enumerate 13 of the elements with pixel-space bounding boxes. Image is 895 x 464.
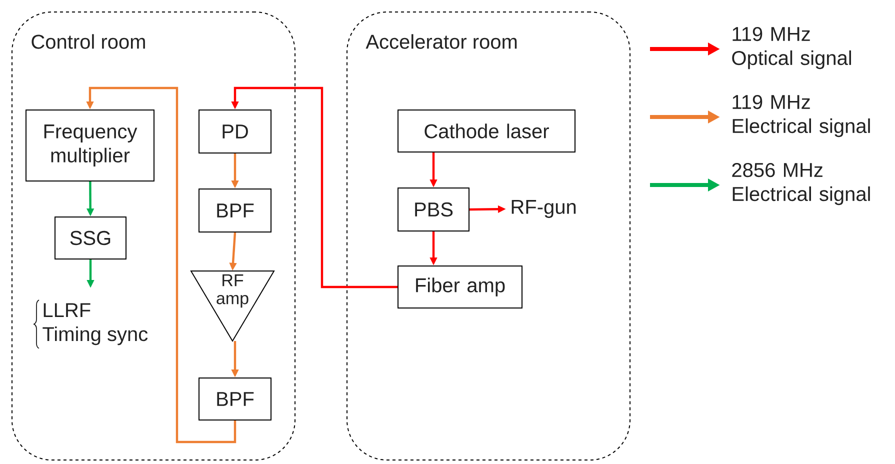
legend-text: 119 MHz Electrical signal	[732, 94, 870, 138]
process-box: SSG	[54, 216, 126, 260]
process-box: BPF	[198, 378, 272, 420]
output-label: RF-gun	[512, 200, 576, 218]
process-box: Fiber amp	[398, 266, 522, 308]
process-box: Frequency multiplier	[26, 110, 154, 182]
process-box: PD	[198, 110, 272, 154]
output-label: LLRF Timing sync	[42, 303, 148, 346]
legend-text: 2856 MHz Electrical signal	[732, 162, 870, 206]
process-box: Cathode laser	[398, 110, 576, 152]
process-box: BPF	[198, 188, 272, 232]
legend-text: 119 MHz Optical signal	[732, 26, 851, 70]
process-box: PBS	[398, 188, 470, 232]
